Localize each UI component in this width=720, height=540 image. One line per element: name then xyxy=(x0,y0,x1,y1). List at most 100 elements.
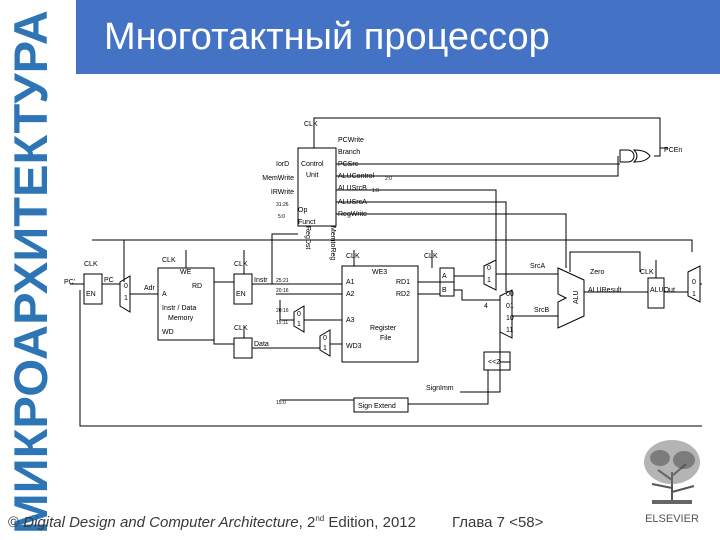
srcb-label: SrcB xyxy=(534,307,550,314)
funct-bits: 5:0 xyxy=(278,214,285,220)
instr-bits-20-16-a: 20:16 xyxy=(276,288,289,294)
alu-shape xyxy=(557,267,585,329)
srca-mux xyxy=(483,259,497,291)
regdst-mux xyxy=(293,305,305,333)
footer-book-title: Digital Design and Computer Architecture xyxy=(23,514,299,531)
pcsrc-mux-0: 0 xyxy=(692,279,696,286)
clk-label-data: CLK xyxy=(234,325,248,332)
clk-label-ab: CLK xyxy=(424,253,438,260)
regfile-name-2: File xyxy=(380,335,391,342)
footer-edition-num: 2 xyxy=(306,514,316,531)
regfile-a2: A2 xyxy=(346,291,355,298)
footer-copyright: © Digital Design and Computer Architectu… xyxy=(8,514,416,531)
wire xyxy=(213,294,234,345)
b-register xyxy=(439,281,455,297)
elsevier-wordmark: ELSEVIER xyxy=(645,513,699,525)
instr-bits-15-0: 15:0 xyxy=(276,400,286,406)
pcen-label: PCEn xyxy=(664,147,682,154)
signal-pcwrite: PCWrite xyxy=(338,137,364,144)
data-label: Data xyxy=(254,341,269,348)
and-gate xyxy=(619,149,635,163)
signal-pcsrc: PCSrc xyxy=(338,161,359,168)
pc-register xyxy=(83,273,103,305)
regfile-a1: A1 xyxy=(346,279,355,286)
alusrcb-bits: 1:0 xyxy=(372,188,379,194)
control-unit-label-1: Control xyxy=(301,161,324,168)
wire xyxy=(79,283,702,427)
aluresult-label: ALUResult xyxy=(588,287,622,294)
srcb-mux-01: 01 xyxy=(506,303,514,310)
alucontrol-bits: 2:0 xyxy=(385,176,392,182)
instr-label: Instr xyxy=(254,277,268,284)
wire xyxy=(454,289,500,301)
side-title: МИКРОАРХИТЕКТУРА xyxy=(4,10,57,534)
clk-label-aluout: CLK xyxy=(640,269,654,276)
regdst-mux-0: 0 xyxy=(297,311,301,318)
op-bits: 31:26 xyxy=(276,202,289,208)
srca-mux-1: 1 xyxy=(487,277,491,284)
memory-name-2: Memory xyxy=(168,315,194,322)
memory-name-1: Instr / Data xyxy=(162,305,196,312)
memory-rd: RD xyxy=(192,283,202,290)
signal-irwrite: IRWrite xyxy=(271,189,294,196)
shift-left-label: <<2 xyxy=(488,359,500,366)
srca-mux-0: 0 xyxy=(487,265,491,272)
clk-label-instr: CLK xyxy=(234,261,248,268)
iord-mux xyxy=(119,275,131,313)
sign-extend-box xyxy=(353,397,409,413)
memtoreg-mux-1: 1 xyxy=(323,345,327,352)
clk-label-control: CLK xyxy=(304,121,318,128)
regfile-wd3: WD3 xyxy=(346,343,362,350)
regfile-rd1: RD1 xyxy=(396,279,410,286)
shift-left-box xyxy=(483,351,511,371)
side-title-text: МИКРОАРХИТЕКТУРА xyxy=(4,10,57,534)
instr-bits-15-11: 15:11 xyxy=(276,320,288,326)
wire xyxy=(659,147,668,156)
signimm-label: SignImm xyxy=(426,385,454,392)
wire xyxy=(313,117,661,157)
instr-bits-25-21: 25:21 xyxy=(276,278,289,284)
wire xyxy=(92,239,693,252)
constant-four: 4 xyxy=(484,303,488,310)
wire xyxy=(460,332,501,393)
srcb-mux xyxy=(499,289,513,339)
memory-a: A xyxy=(162,291,167,298)
wire xyxy=(336,213,567,268)
title-bar: Многотактный процессор xyxy=(76,0,720,74)
signal-branch: Branch xyxy=(338,149,360,156)
footer-page: Глава 7 <58> xyxy=(452,514,544,531)
memory-wd: WD xyxy=(162,329,174,336)
pcsrc-mux xyxy=(687,265,701,303)
instr-bits-20-16-b: 20:16 xyxy=(276,308,289,314)
regfile-name-1: Register xyxy=(370,325,397,332)
pcsrc-mux-1: 1 xyxy=(692,291,696,298)
signal-alusrca: ALUSrcA xyxy=(338,199,367,206)
clk-label-regfile: CLK xyxy=(346,253,360,260)
or-gate xyxy=(632,149,651,163)
srca-label: SrcA xyxy=(530,263,546,270)
iord-mux-1: 1 xyxy=(124,295,128,302)
slide-title: Многотактный процессор xyxy=(104,15,550,58)
srcb-mux-00: 00 xyxy=(506,291,514,298)
memory-we: WE xyxy=(180,269,192,276)
control-unit-label-2: Unit xyxy=(306,172,319,179)
signal-memwrite: MemWrite xyxy=(262,175,294,182)
elsevier-logo: ELSEVIER xyxy=(640,438,704,525)
srcb-mux-10: 10 xyxy=(506,315,514,322)
signal-memtoreg: MemtoReg xyxy=(329,226,336,260)
wire xyxy=(408,370,489,405)
clk-label-memory: CLK xyxy=(162,257,176,264)
wire xyxy=(336,189,497,260)
signal-regdst: RegDst xyxy=(304,226,311,249)
wire xyxy=(279,300,294,321)
memtoreg-mux xyxy=(319,329,331,357)
zero-label: Zero xyxy=(590,269,605,276)
multicycle-processor-diagram: CLK CLK CLK CLK CLK CLK CLK CLK Control … xyxy=(64,117,702,427)
pc-en-label: EN xyxy=(86,291,96,298)
footer-edition-rest: Edition, 2012 xyxy=(324,514,416,531)
iord-mux-0: 0 xyxy=(124,283,128,290)
wire xyxy=(569,251,641,272)
op-label: Op xyxy=(298,207,307,214)
regfile-rd2: RD2 xyxy=(396,291,410,298)
register-file-box xyxy=(341,265,419,363)
